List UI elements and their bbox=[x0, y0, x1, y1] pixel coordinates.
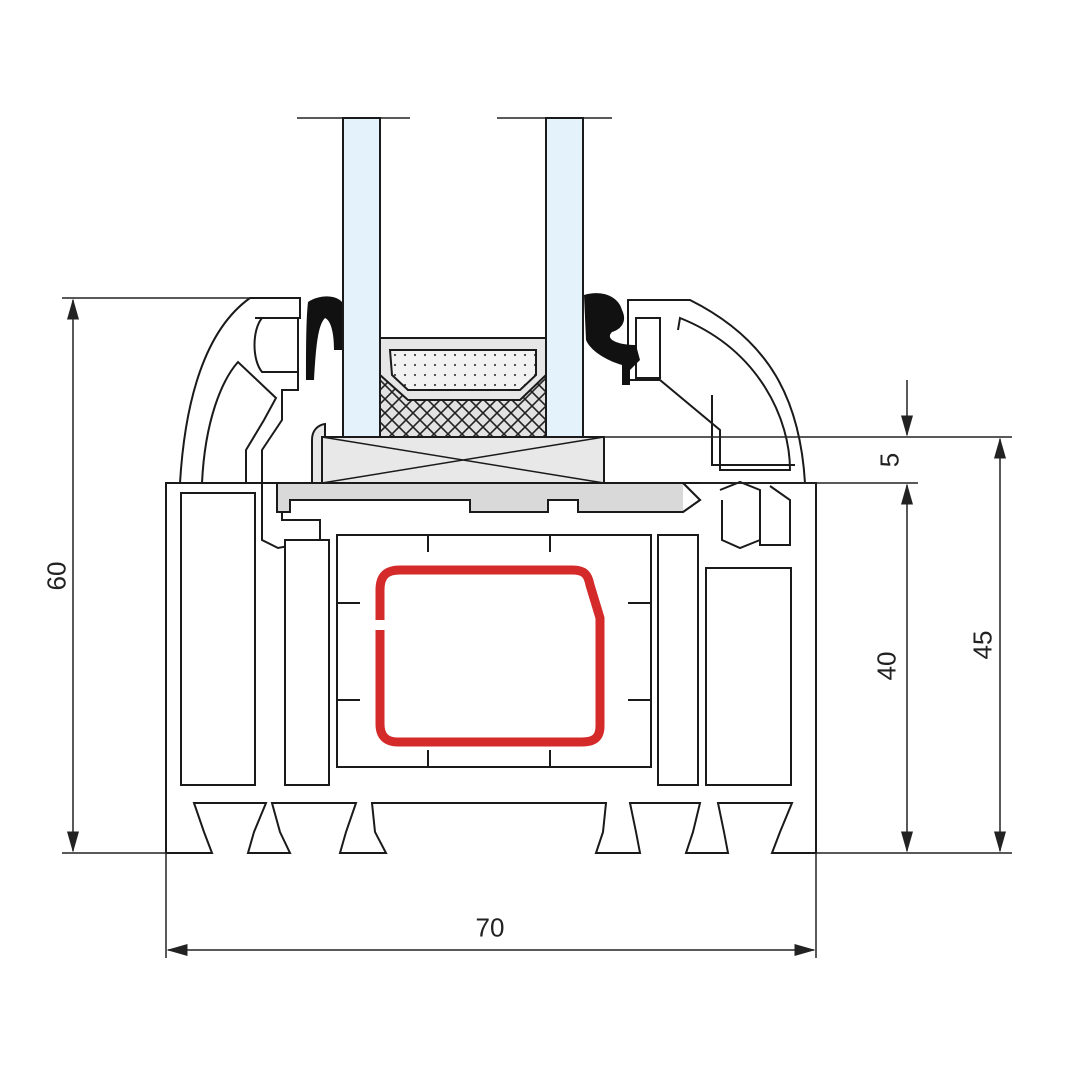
spacer-bar bbox=[379, 337, 547, 438]
outer-gasket bbox=[306, 296, 342, 380]
dimension-label-glazing-gap: 5 bbox=[874, 452, 905, 468]
glazing-support-strip bbox=[276, 482, 702, 513]
steel-reinforcement bbox=[375, 565, 605, 747]
glass-pane-outer bbox=[342, 117, 381, 438]
frame-profile bbox=[165, 297, 817, 854]
glass-pane-inner bbox=[545, 117, 584, 438]
dimension-label-frame-height-to-glass: 45 bbox=[967, 630, 998, 660]
inner-gasket bbox=[584, 293, 640, 385]
dimension-label-overall-height: 60 bbox=[41, 561, 72, 591]
setting-block bbox=[311, 422, 605, 484]
dimension-label-frame-height-inner: 40 bbox=[871, 651, 902, 681]
glass-panes bbox=[342, 117, 584, 438]
dimension-label-overall-width: 70 bbox=[475, 912, 505, 943]
dimension-lines bbox=[62, 297, 1012, 958]
gaskets bbox=[306, 293, 640, 385]
